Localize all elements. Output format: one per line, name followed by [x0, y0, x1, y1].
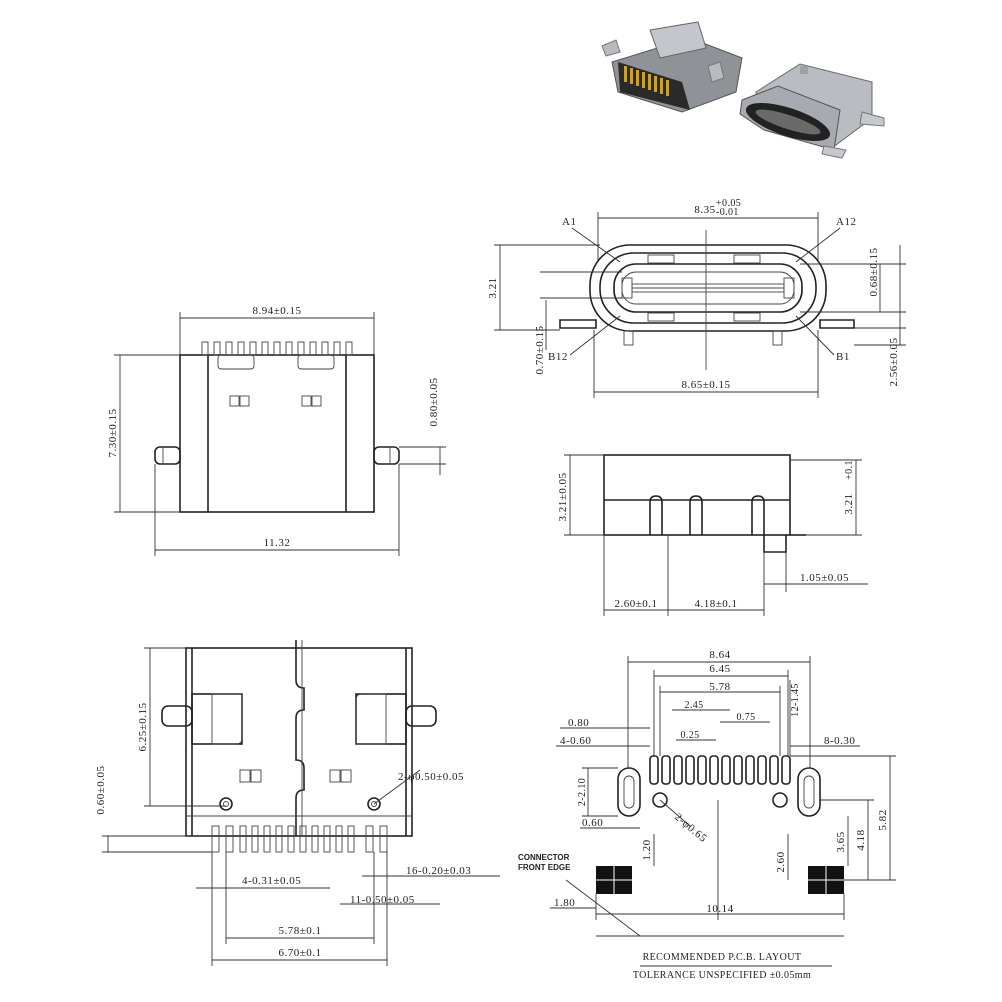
pcb-edge-note-line2: FRONT EDGE	[518, 863, 571, 872]
side-view: 3.21±0.05 3.21 +0.1 1.05±0.05 2.60±0.1 4…	[557, 454, 868, 616]
pcb-signal-pads	[649, 755, 791, 785]
pcb-dim-5: 0.25	[680, 730, 699, 741]
side-view-offset-label: 2.60±0.1	[614, 598, 657, 610]
bottom-view-span-outer-label: 6.70±0.1	[278, 947, 321, 959]
bottom-view-span-inner-label: 5.78±0.1	[278, 925, 321, 937]
pcb-layout-title: RECOMMENDED P.C.B. LAYOUT	[643, 952, 802, 963]
top-view-pins	[201, 341, 353, 356]
side-view-lead-label: 1.05±0.05	[800, 572, 849, 584]
pcb-dim-6: 12-1.45	[790, 683, 801, 717]
pcb-left-label-1: 4-0.60	[560, 735, 591, 747]
pcb-pad-label: 1.20	[641, 839, 653, 860]
pcb-dim-3: 2.45	[684, 700, 703, 711]
front-view-right-lower-label: 2.56±0.05	[888, 337, 900, 386]
pcb-hole-label: 2-φ0.65	[672, 811, 709, 845]
top-view-body	[179, 354, 375, 513]
bottom-view-tab-label: 0.60±0.05	[95, 765, 107, 814]
front-view-left-lower-label: 0.70±0.15	[534, 325, 546, 374]
top-view-height-label: 7.30±0.15	[107, 408, 119, 457]
front-view-width-tol-upper: +0.05	[716, 198, 741, 209]
top-view-overall-label: 11.32	[264, 537, 291, 549]
pcb-dim-0: 8.64	[709, 649, 730, 661]
pcb-left-label-3: 0.60	[582, 817, 603, 829]
pcb-edge-note-line1: CONNECTOR	[518, 853, 570, 862]
side-view-pitch-label: 4.18±0.1	[694, 598, 737, 610]
bottom-view-body	[185, 647, 413, 837]
side-view-body	[603, 454, 791, 536]
pcb-right-label-2: 4.18	[855, 829, 867, 850]
pin-a12-label: A12	[836, 216, 856, 228]
pcb-left-label-0: 0.80	[568, 717, 589, 729]
pcb-dim-1: 6.45	[709, 663, 730, 675]
side-view-left-height-label: 3.21±0.05	[557, 472, 569, 521]
front-view-width-label: 8.35	[694, 204, 715, 216]
bottom-view-pitch-label: 11-0.50±0.05	[350, 894, 415, 906]
front-view: 8.35 +0.05 -0.01 A1 A12 B12 B1 3.21 0.70…	[487, 198, 906, 398]
front-view-width-tol-lower: -0.01	[716, 207, 739, 218]
pcb-right-label-0: 8-0.30	[824, 735, 855, 747]
pcb-tolerance-note: TOLERANCE UNSPECIFIED ±0.05mm	[633, 970, 811, 981]
top-view: 8.94±0.15 7.30±0.15 0.80±0.05 11.32	[107, 305, 446, 556]
bottom-view-hole-label: 2-φ0.50±0.05	[398, 771, 464, 783]
front-view-shell	[589, 244, 827, 332]
bottom-view-pin-width-label: 4-0.31±0.05	[242, 875, 301, 887]
product-photo-front	[739, 63, 885, 159]
pcb-left-label-2: 2-2.10	[577, 778, 588, 806]
front-view-right-upper-label: 0.68±0.15	[868, 247, 880, 296]
pcb-right-label-4: 2.60	[775, 851, 787, 872]
pin-a1-label: A1	[562, 216, 576, 228]
pcb-right-label-3: 3.65	[835, 831, 847, 852]
bottom-view: 6.25±0.15 0.60±0.05 2-φ0.50±0.05 4-0.31±…	[95, 640, 500, 966]
product-photo-rear	[601, 21, 743, 113]
bottom-view-height-label: 6.25±0.15	[137, 702, 149, 751]
front-view-height-label: 3.21	[487, 277, 499, 298]
pcb-bottom-label: 10.14	[706, 903, 733, 915]
pcb-dim-4: 0.75	[736, 712, 755, 723]
pcb-left-label-4: 1.80	[554, 897, 575, 909]
top-view-tab-label: 0.80±0.05	[428, 377, 440, 426]
side-view-right-height-label: 3.21	[843, 493, 855, 514]
top-view-width-label: 8.94±0.15	[252, 305, 301, 317]
pcb-layout: 8.64 6.45 5.78 2.45 0.75 0.25 12-1.45 0.…	[518, 649, 896, 981]
pcb-right-label-1: 5.82	[877, 809, 889, 830]
pin-b1-label: B1	[836, 351, 850, 363]
pcb-dim-2: 5.78	[709, 681, 730, 693]
side-view-right-height-tol: +0.1	[844, 460, 855, 480]
bottom-view-pins	[211, 825, 388, 853]
pin-b12-label: B12	[548, 351, 568, 363]
bottom-view-signal-width-label: 16-0.20±0.03	[406, 865, 471, 877]
front-view-bottom-label: 8.65±0.15	[681, 379, 730, 391]
